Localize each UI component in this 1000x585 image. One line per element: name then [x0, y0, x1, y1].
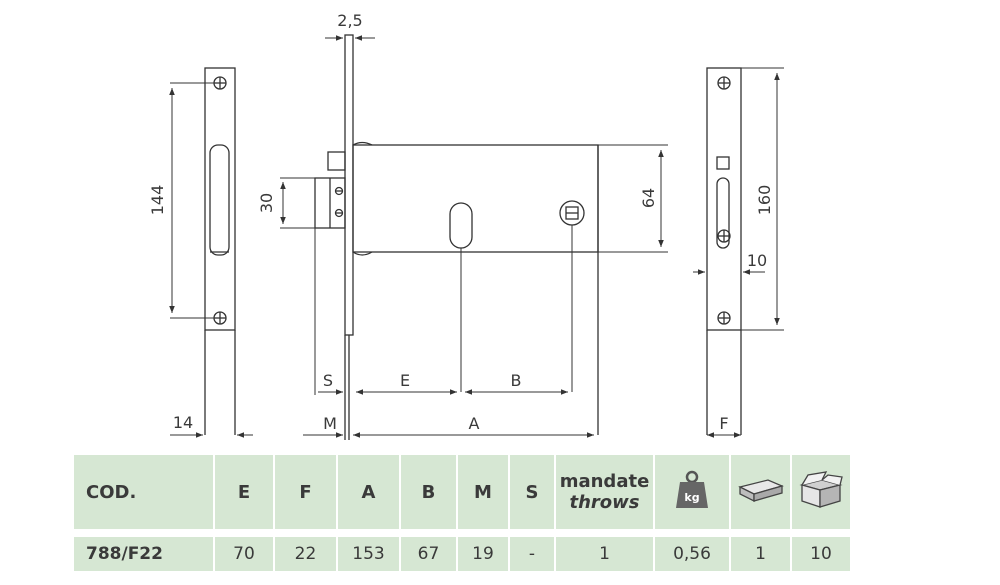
screw-icon: [334, 186, 344, 218]
dim-right-plate-height: 160: [755, 185, 774, 216]
screw-icon: [717, 311, 731, 325]
screw-icon: [717, 76, 731, 90]
header-a: A: [338, 455, 401, 529]
dim-label-e: E: [400, 371, 410, 390]
header-mandate-line1: mandate: [559, 471, 650, 492]
cell-e: 70: [215, 537, 275, 571]
lock-side-view: [280, 34, 668, 440]
table-row: 788/F22 70 22 153 67 19 - 1 0,56 1 10: [74, 537, 852, 571]
open-box-icon: [799, 470, 843, 508]
left-faceplate: [204, 67, 236, 331]
lock-technical-drawing: 144 14: [148, 11, 784, 440]
cell-b: 67: [401, 537, 458, 571]
cell-throws: 1: [556, 537, 655, 571]
header-mandate-line2: throws: [569, 492, 640, 513]
cell-f: 22: [275, 537, 338, 571]
dim-left-plate-height: 144: [148, 185, 167, 216]
header-b: B: [401, 455, 458, 529]
front-plate: [344, 34, 354, 336]
spindle-icon: [559, 200, 585, 226]
dim-faceplate-thickness: 2,5: [337, 11, 362, 30]
right-faceplate-slot: [716, 177, 730, 249]
cell-box: 10: [792, 537, 852, 571]
cell-s: -: [510, 537, 556, 571]
cell-a: 153: [338, 537, 401, 571]
dim-right-plate-offset: 10: [747, 251, 767, 270]
cell-m: 19: [458, 537, 510, 571]
dim-label-b: B: [511, 371, 522, 390]
dim-left-plate-width: 14: [173, 413, 193, 432]
keyhole-slot: [449, 202, 473, 249]
cell-cod: 788/F22: [74, 537, 215, 571]
table-header-row: COD. E F A B M S mandate throws kg: [74, 455, 852, 529]
flat-box-icon: [737, 478, 784, 502]
header-m: M: [458, 455, 510, 529]
header-f: F: [275, 455, 338, 529]
screw-icon: [213, 76, 227, 90]
spec-table: COD. E F A B M S mandate throws kg: [74, 455, 852, 571]
header-cod: COD.: [74, 455, 215, 529]
screw-icon: [213, 311, 227, 325]
left-faceplate-view: [169, 67, 253, 438]
left-faceplate-slot: [209, 144, 230, 256]
header-box: [792, 455, 852, 529]
header-e: E: [215, 455, 275, 529]
dim-label-a: A: [469, 414, 480, 433]
dim-bolt-height: 30: [257, 193, 276, 213]
dim-label-s: S: [323, 371, 333, 390]
header-mandate-throws: mandate throws: [556, 455, 655, 529]
weight-icon-label: kg: [684, 491, 699, 504]
header-single-pack: [731, 455, 792, 529]
dim-label-f: F: [719, 414, 728, 433]
table-gap: [74, 529, 852, 537]
screw-icon: [717, 229, 731, 243]
weight-icon: kg: [676, 470, 708, 508]
dim-label-m: M: [323, 414, 337, 433]
right-faceplate-view: [693, 67, 784, 438]
dim-case-height: 64: [639, 188, 658, 208]
lock-case: [352, 144, 599, 253]
header-s: S: [510, 455, 556, 529]
header-weight: kg: [655, 455, 731, 529]
cell-pack: 1: [731, 537, 792, 571]
cell-weight: 0,56: [655, 537, 731, 571]
right-faceplate: [706, 67, 742, 331]
